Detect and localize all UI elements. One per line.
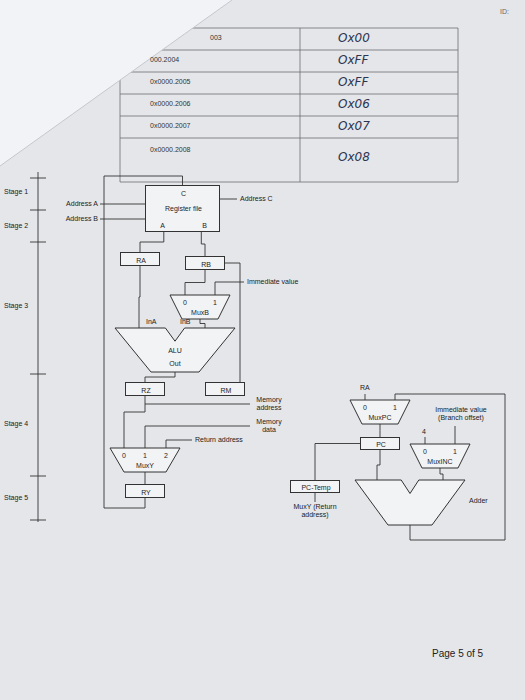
port-number: 0 bbox=[363, 404, 367, 411]
shape-outline bbox=[355, 480, 465, 525]
box-text: PC-Temp bbox=[301, 484, 330, 491]
datapath-wire bbox=[377, 450, 380, 480]
multiplexer: 0 1MuxB bbox=[170, 295, 230, 319]
constant-value: 4 bbox=[422, 428, 426, 436]
signal-name: Return address bbox=[195, 436, 243, 444]
page-number: Page 5 of 5 bbox=[432, 648, 483, 660]
unit-name: Adder bbox=[469, 497, 488, 504]
handwritten-value: OxFF bbox=[338, 53, 368, 67]
datapath-wire bbox=[140, 232, 164, 252]
datapath-wire bbox=[145, 372, 175, 382]
datapath-wire bbox=[315, 444, 360, 481]
datapath-wire bbox=[440, 468, 443, 480]
box-text: RB bbox=[201, 261, 211, 268]
datapath-wire bbox=[200, 319, 205, 328]
signal-name: MuxY (Return address) bbox=[285, 503, 345, 520]
box-text: B bbox=[202, 222, 207, 229]
shape-outline bbox=[350, 400, 410, 424]
register-box: PC bbox=[360, 437, 400, 450]
port-name: InA bbox=[146, 318, 157, 326]
port-number: 1 bbox=[393, 404, 397, 411]
unit-name: MuxPC bbox=[369, 414, 392, 421]
datapath-wire bbox=[124, 396, 145, 448]
unit-name: MuxB bbox=[191, 309, 209, 316]
handwritten-value: OxFF bbox=[338, 75, 368, 89]
signal-name: Immediate value bbox=[247, 278, 298, 286]
signal-name: RA bbox=[360, 384, 370, 392]
register-box: RB bbox=[185, 256, 225, 270]
table-cell: 0x0000.2007 bbox=[150, 122, 190, 130]
register-file: C Register fileA B bbox=[145, 185, 220, 232]
port-number: 2 bbox=[164, 452, 168, 459]
signal-name: Memory address bbox=[252, 396, 286, 413]
signal-name: Immediate value (Branch offset) bbox=[428, 406, 494, 423]
shape-outline bbox=[110, 448, 180, 472]
register-box: RZ bbox=[125, 382, 165, 396]
table-cell: 0x0000.2005 bbox=[150, 78, 190, 86]
unit-name: ALU bbox=[168, 347, 182, 354]
box-text: Register file bbox=[165, 205, 202, 212]
table-cell: 003 bbox=[210, 34, 222, 42]
stage-label: Stage 2 bbox=[4, 222, 28, 230]
port-number: 0 bbox=[122, 452, 126, 459]
table-cell: 0x0000.2006 bbox=[150, 100, 190, 108]
port-number: 1 bbox=[213, 299, 217, 306]
box-text: RA bbox=[136, 257, 146, 264]
register-box: PC-Temp bbox=[290, 480, 340, 493]
box-text: RM bbox=[221, 387, 232, 394]
datapath-wire bbox=[139, 266, 140, 328]
alu-unit: ALU Out bbox=[115, 328, 235, 372]
stage-label: Stage 3 bbox=[4, 302, 28, 310]
datapath-wire bbox=[225, 263, 240, 382]
port-number: 0 bbox=[423, 448, 427, 455]
table-cell: 000.2004 bbox=[150, 56, 179, 64]
datapath-wire bbox=[145, 472, 146, 484]
port-number: 1 bbox=[453, 448, 457, 455]
unit-name: MuxY bbox=[136, 462, 154, 469]
handwritten-value: Ox08 bbox=[338, 150, 370, 164]
adder-unit: Adder bbox=[355, 480, 465, 525]
box-text: A bbox=[160, 222, 165, 229]
box-text: RZ bbox=[141, 387, 150, 394]
port-number: 1 bbox=[143, 452, 147, 459]
register-box: RY bbox=[125, 484, 165, 498]
datapath-wire bbox=[380, 424, 381, 437]
id-field: ID: bbox=[500, 8, 509, 16]
register-box: RM bbox=[205, 382, 245, 396]
handwritten-value: Ox06 bbox=[338, 97, 370, 111]
handwritten-value: Ox07 bbox=[338, 119, 370, 133]
box-text: RY bbox=[141, 489, 151, 496]
signal-name: Address B bbox=[58, 215, 98, 223]
register-box: RA bbox=[120, 252, 160, 266]
table-cell: 0x0000.2008 bbox=[150, 146, 190, 154]
multiplexer: 0 1MuxINC bbox=[410, 444, 470, 468]
stage-label: Stage 5 bbox=[4, 494, 28, 502]
handwritten-value: Ox00 bbox=[338, 31, 370, 45]
datapath-wire bbox=[185, 270, 205, 295]
unit-name: MuxINC bbox=[427, 458, 452, 465]
multiplexer: 0 1 2MuxY bbox=[110, 448, 180, 472]
shape-outline bbox=[170, 295, 230, 319]
signal-name: Memory data bbox=[252, 418, 286, 435]
alu-outline bbox=[355, 480, 465, 525]
box-text: C bbox=[181, 190, 186, 197]
signal-name: Address C bbox=[240, 195, 273, 203]
signal-name: Address A bbox=[58, 200, 98, 208]
box-text: PC bbox=[376, 441, 386, 448]
shape-outline bbox=[410, 444, 470, 468]
port-number: 0 bbox=[183, 299, 187, 306]
datapath-wire bbox=[201, 232, 205, 256]
shape-outline bbox=[115, 328, 235, 372]
stage-label: Stage 4 bbox=[4, 420, 28, 428]
multiplexer: 0 1MuxPC bbox=[350, 400, 410, 424]
stage-label: Stage 1 bbox=[4, 188, 28, 196]
unit-name: Out bbox=[169, 360, 180, 367]
